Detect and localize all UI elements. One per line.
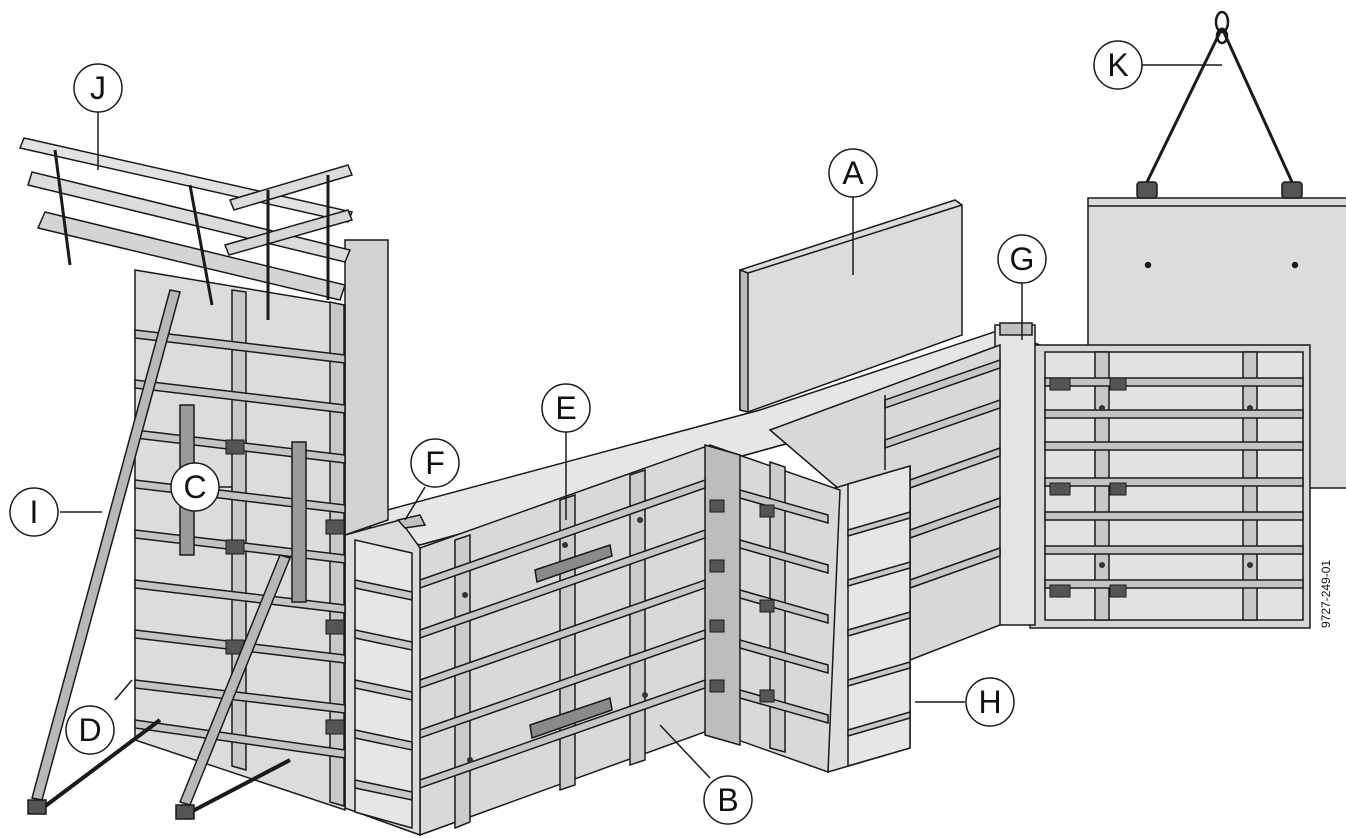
loose-panel-A [739,199,963,413]
callout-C: C [170,462,220,512]
working-platform-J [18,137,354,320]
outer-corner-F [344,514,427,837]
svg-text:C: C [183,469,206,505]
callout-K: K [1093,40,1143,90]
callout-G: G [997,234,1047,284]
svg-text:H: H [978,684,1001,720]
callout-F: F [410,438,460,488]
svg-text:F: F [425,445,445,481]
svg-text:B: B [717,782,738,818]
svg-text:J: J [90,70,106,106]
right-wall-panel [994,322,1311,629]
callout-H: H [965,677,1015,727]
svg-text:I: I [30,494,39,530]
drawing-number: 9727-249-01 [1319,560,1333,628]
callout-I: I [9,487,59,537]
callout-E: E [541,383,591,433]
svg-text:D: D [78,712,101,748]
svg-text:G: G [1010,241,1035,277]
callout-B: B [703,775,753,825]
callout-A: A [828,148,878,198]
inner-corner-walls [768,343,1001,774]
leader-lines [60,64,1222,779]
svg-text:E: E [555,390,576,426]
svg-text:A: A [842,155,864,191]
svg-text:K: K [1107,47,1128,83]
callout-D: D [65,705,115,755]
push-pull-props [27,289,292,820]
left-tall-wall [134,239,389,812]
callout-J: J [73,63,123,113]
